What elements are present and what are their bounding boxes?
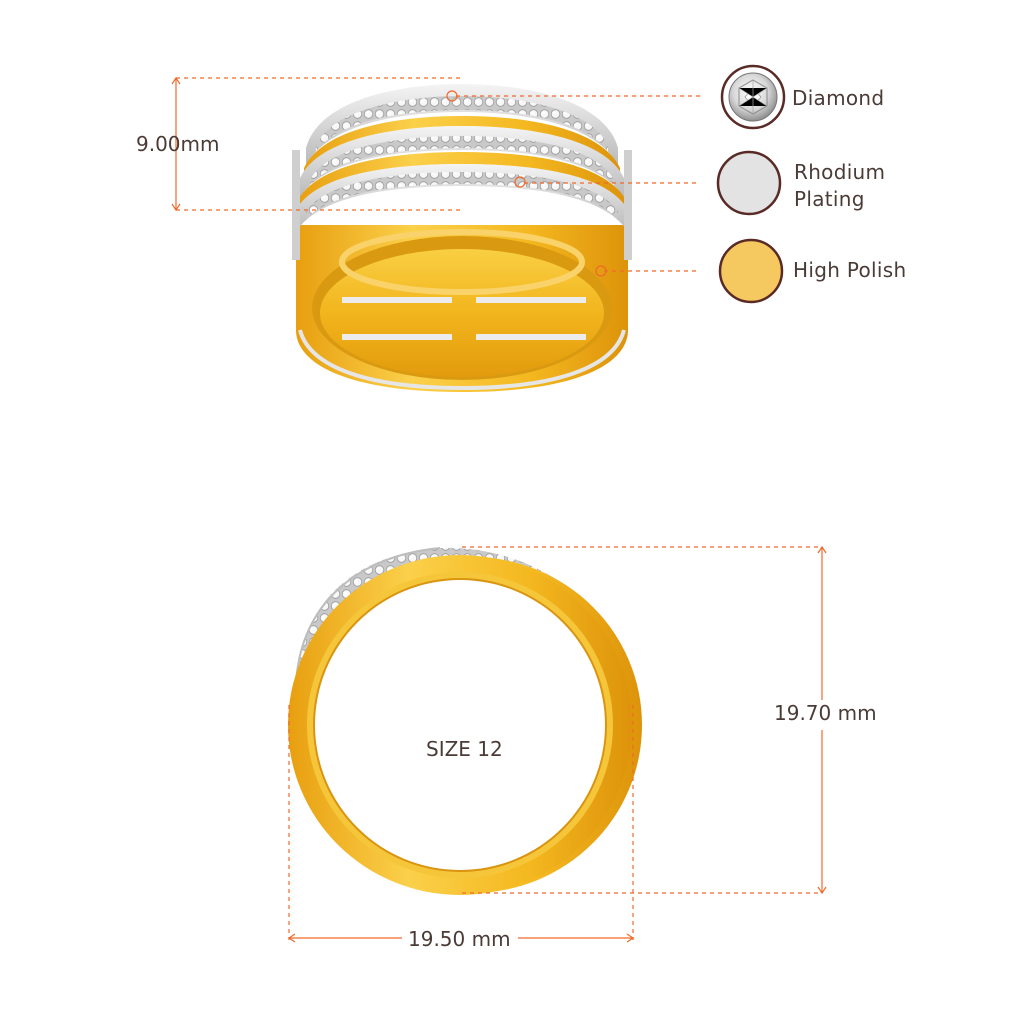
- legend-rhodium-label-line1: Rhodium: [794, 160, 886, 184]
- ring-size-label: SIZE 12: [426, 737, 503, 761]
- legend-diamond-label: Diamond: [792, 86, 885, 110]
- ring-top-view: [292, 84, 632, 392]
- height-top-label: 9.00mm: [136, 132, 220, 156]
- annotation-lines: [171, 76, 827, 943]
- outer-height-label: 19.70 mm: [774, 701, 877, 725]
- legend-polish-label: High Polish: [793, 258, 907, 282]
- diamond-pointer-icon: [446, 90, 458, 102]
- ring-front-view: [288, 547, 642, 895]
- outer-width-label: 19.50 mm: [408, 927, 511, 951]
- polish-pointer-icon: [595, 265, 607, 277]
- rhodium-pointer-icon: [514, 176, 526, 188]
- diamond-icon: [720, 64, 786, 130]
- gold-swatch-icon: [718, 238, 784, 304]
- rhodium-swatch-icon: [716, 150, 782, 216]
- legend-rhodium-label-line2: Plating: [794, 187, 865, 211]
